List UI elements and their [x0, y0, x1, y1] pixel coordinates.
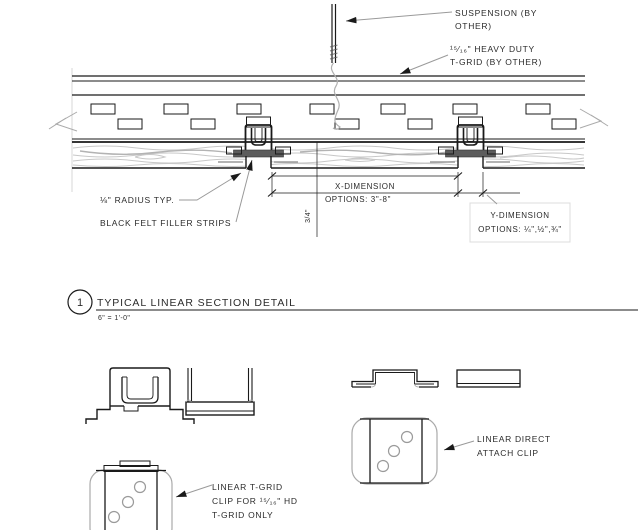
- t-grid-clip-label: LINEAR T-GRID: [212, 482, 283, 492]
- wire-twist: [329, 44, 338, 60]
- x-dimension-label: X-DIMENSION: [335, 182, 395, 191]
- svg-text:T-GRID ONLY: T-GRID ONLY: [212, 510, 273, 520]
- felt-strips-label: BLACK FELT FILLER STRIPS: [100, 218, 231, 228]
- wire-hook: [330, 62, 341, 130]
- suspension-label: SUSPENSION (BY: [455, 8, 537, 18]
- t-grid-lines: [72, 75, 585, 96]
- detail-title-block: 1 TYPICAL LINEAR SECTION DETAIL 6" = 1'-…: [67, 289, 638, 322]
- svg-text:OPTIONS: ¼",½",¾": OPTIONS: ¼",½",¾": [478, 225, 562, 234]
- svg-text:T-GRID (BY OTHER): T-GRID (BY OTHER): [450, 57, 542, 67]
- direct-clip-leader: [443, 440, 475, 451]
- svg-text:CLIP FOR ¹⁵⁄₁₆" HD: CLIP FOR ¹⁵⁄₁₆" HD: [212, 496, 298, 506]
- direct-attach-profile: [351, 369, 439, 388]
- backer-rect-band: [90, 103, 577, 130]
- y-dimension-label-box: [469, 202, 571, 243]
- channel-profile: [185, 368, 255, 416]
- svg-text:OPTIONS: 3"-8": OPTIONS: 3"-8": [325, 195, 391, 204]
- direct-attach-clip-label: LINEAR DIRECT: [477, 434, 551, 444]
- svg-text:ATTACH CLIP: ATTACH CLIP: [477, 448, 539, 458]
- linear-section-detail: SUSPENSION (BY OTHER) ¹⁵⁄₁₆" HEAVY DUTY …: [48, 4, 609, 243]
- detail-scale: 6" = 1'-0": [98, 315, 130, 322]
- t-grid-clip-profile: [85, 367, 195, 424]
- t-grid-clip-leader: [175, 484, 213, 498]
- y-dimension-label: Y-DIMENSION: [490, 211, 549, 220]
- section-clip-left: [226, 116, 291, 168]
- section-clip-right: [438, 116, 503, 168]
- svg-text:OTHER): OTHER): [455, 21, 492, 31]
- clip-detail-drawings: LINEAR T-GRID CLIP FOR ¹⁵⁄₁₆" HD T-GRID …: [85, 367, 551, 530]
- clip-holes: [376, 430, 414, 473]
- t-grid-label: ¹⁵⁄₁₆" HEAVY DUTY: [450, 44, 535, 54]
- plank-top-lines: [72, 138, 585, 143]
- wood-grain: [72, 145, 585, 167]
- detail-title: TYPICAL LINEAR SECTION DETAIL: [97, 297, 296, 309]
- dimensions: [267, 142, 571, 243]
- bar-profile: [456, 369, 521, 388]
- clip-holes: [107, 480, 147, 524]
- dimension-ticks: [267, 172, 488, 197]
- break-symbol-left: [48, 111, 78, 132]
- t-grid-clip-face: [89, 460, 173, 530]
- leader-lines: [179, 11, 453, 223]
- detail-number: 1: [77, 297, 83, 309]
- direct-attach-clip-face: [351, 417, 438, 485]
- suspension-wire: [329, 4, 341, 130]
- plank-thickness-label: 3/4": [305, 209, 312, 223]
- detail-number-bubble: [67, 289, 93, 315]
- radius-label: ⅛" RADIUS TYP.: [100, 195, 174, 205]
- break-symbol-right: [579, 108, 609, 129]
